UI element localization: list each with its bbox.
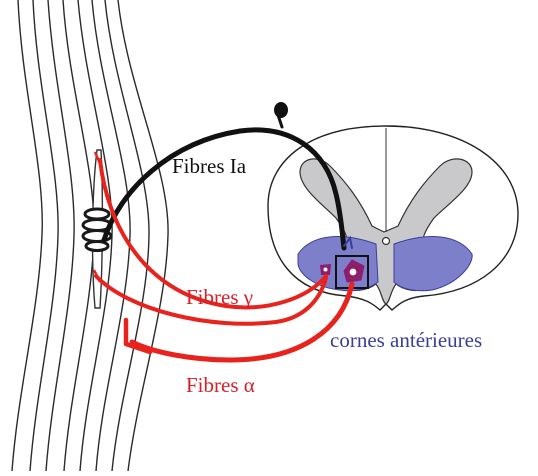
annulospiral-coil bbox=[85, 209, 109, 219]
central-canal bbox=[383, 238, 390, 245]
label-fibres-alpha: Fibres α bbox=[186, 375, 255, 396]
muscle-fibre-line bbox=[46, 0, 74, 471]
label-fibres-ia: Fibres Ia bbox=[172, 156, 246, 177]
alpha-motor-neuron-nucleus bbox=[350, 269, 357, 276]
spinal-cord-section bbox=[268, 126, 518, 310]
label-cornes-anterieures: cornes antérieures bbox=[330, 330, 482, 351]
annulospiral-coil bbox=[86, 242, 108, 251]
gamma-motor-neuron-nucleus bbox=[324, 268, 328, 272]
dorsal-root-ganglion-icon bbox=[274, 102, 288, 118]
label-fibres-gamma: Fibres γ bbox=[186, 287, 253, 308]
